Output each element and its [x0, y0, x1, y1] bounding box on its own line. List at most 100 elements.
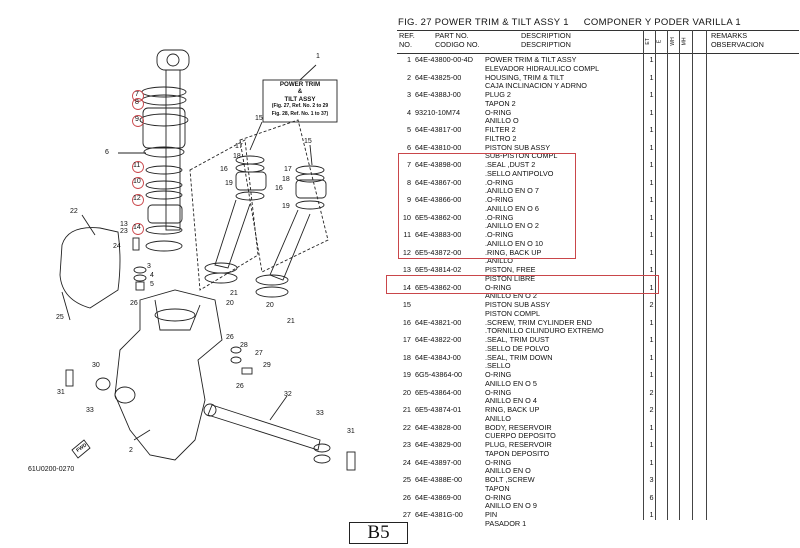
- row-qty: 1: [649, 247, 654, 257]
- row-description: PIN: [485, 510, 498, 519]
- callout: 15: [304, 138, 312, 145]
- callout: 10: [133, 178, 141, 185]
- callout: 17: [284, 166, 292, 173]
- row-descripcion: ELEVADOR HIDRAULICO COMPL: [485, 63, 600, 73]
- row-description: O-RING: [485, 282, 512, 292]
- callout: 15: [255, 115, 263, 122]
- row-description: .O-RING: [485, 195, 514, 204]
- row-descripcion: CAJA INCLINACION Y ADRNO: [485, 81, 587, 90]
- row-part-no: 6G5-43864-00: [415, 370, 463, 379]
- row-description: PLUG 2: [485, 90, 511, 99]
- row-part-no: 64E-43825-00: [415, 72, 462, 82]
- row-qty: 1: [649, 282, 654, 292]
- row-descripcion: .ANILLO EN O 10: [485, 238, 543, 248]
- callout: 28: [240, 342, 248, 349]
- callout: 11: [133, 162, 141, 169]
- row-description: O-RING: [485, 457, 512, 467]
- callout: 21: [287, 318, 295, 325]
- row-descripcion: SUB-PISTON COMPL: [485, 151, 558, 160]
- row-description: .O-RING: [485, 230, 514, 239]
- callout: 31: [57, 389, 65, 396]
- row-description: .SEAL ,DUST 2: [485, 160, 536, 169]
- row-part-no: 64E-4384J-00: [415, 352, 461, 362]
- row-descripcion: ANILLO: [485, 413, 511, 423]
- row-qty: 1: [649, 265, 654, 274]
- row-qty: 1: [649, 440, 654, 449]
- callout: 21: [230, 290, 238, 297]
- callout: 1: [316, 53, 320, 60]
- callout: 8: [135, 99, 139, 106]
- row-description: BOLT ,SCREW: [485, 475, 535, 484]
- row-qty: 1: [649, 125, 654, 134]
- header-qty-et: ET: [644, 38, 651, 45]
- row-ref: 17: [402, 335, 411, 344]
- row-descripcion: .ANILLO EN O 6: [485, 203, 539, 213]
- callout: 26: [236, 383, 244, 390]
- callout: 31: [347, 428, 355, 435]
- row-ref: 10: [402, 212, 411, 222]
- row-descripcion: FILTRO 2: [485, 133, 517, 143]
- column-divider: [679, 30, 680, 520]
- row-description: .RING, BACK UP: [485, 247, 542, 257]
- row-description: O-RING: [485, 387, 512, 397]
- header-observacion: OBSERVACION: [711, 40, 764, 49]
- column-divider: [667, 30, 668, 520]
- row-qty: 1: [649, 457, 654, 467]
- label-line: TILT ASSY: [284, 95, 316, 103]
- callout: 5: [150, 281, 154, 288]
- callout: 26: [130, 300, 138, 307]
- assembly-label-box: POWER TRIM & TILT ASSY (Fig. 27, Ref. No…: [263, 81, 337, 118]
- row-part-no: 64E-43822-00: [415, 335, 462, 344]
- row-ref: 5: [406, 125, 411, 134]
- label-line: POWER TRIM: [279, 81, 321, 88]
- figure-title-en: FIG. 27 POWER TRIM & TILT ASSY 1: [398, 17, 569, 28]
- row-ref: 13: [402, 265, 411, 274]
- callout: 30: [92, 362, 100, 369]
- callout: 17: [235, 143, 243, 150]
- row-ref: 8: [406, 177, 411, 187]
- drawing-code: 61U0200-0270: [28, 466, 75, 473]
- row-part-no: 6E5-43872-00: [415, 247, 462, 257]
- row-ref: 23: [402, 440, 411, 449]
- row-part-no: 6E5-43814-02: [415, 265, 462, 274]
- row-part-no: 64E-4388E-00: [415, 475, 463, 484]
- row-qty: 2: [649, 300, 654, 309]
- row-description: .O-RING: [485, 212, 514, 222]
- row-part-no: 64E-43898-00: [415, 160, 462, 169]
- header-ref: REF.: [399, 31, 415, 40]
- row-part-no: 64E-43897-00: [415, 457, 462, 467]
- row-ref: 7: [406, 160, 411, 169]
- header-no: NO.: [399, 40, 412, 49]
- row-descripcion: ANILLO EN O 4: [485, 396, 537, 405]
- label-line: &: [297, 88, 303, 96]
- callout: 29: [263, 362, 271, 369]
- row-part-no: 93210-10M74: [415, 107, 461, 117]
- row-ref: 26: [402, 492, 411, 502]
- row-ref: 22: [402, 422, 411, 432]
- row-descripcion: .SELLO ANTIPOLVO: [485, 168, 554, 178]
- callout: 25: [56, 314, 64, 321]
- callout: 23: [120, 228, 128, 235]
- row-descripcion: TAPON: [485, 483, 510, 493]
- parts-table: REF. NO. PART NO. CODIGO NO. DESCRIPTION…: [397, 30, 799, 529]
- callout: 7: [135, 91, 139, 98]
- row-ref: 2: [406, 72, 411, 82]
- row-descripcion: .SELLO DE POLVO: [485, 343, 550, 353]
- row-ref: 20: [402, 387, 411, 397]
- callout: 24: [113, 243, 121, 250]
- row-qty: 1: [649, 510, 654, 519]
- row-description: PISTON, FREE: [485, 265, 536, 274]
- row-qty: 1: [649, 317, 654, 327]
